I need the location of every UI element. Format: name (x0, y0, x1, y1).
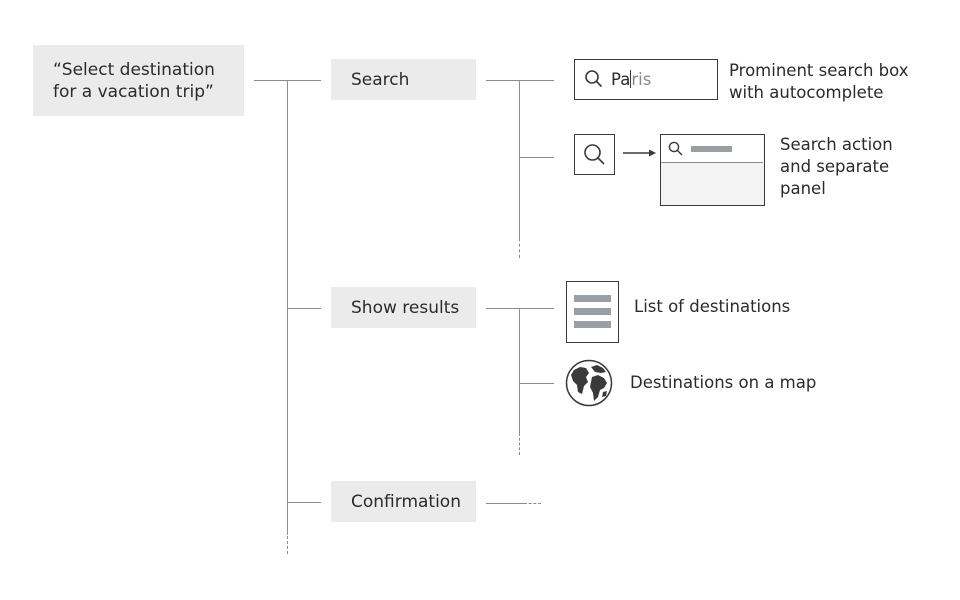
step-show-results: Show results (331, 287, 476, 328)
globe-icon (565, 359, 613, 407)
connector-confirmation (287, 502, 321, 503)
list-icon (566, 281, 619, 343)
search-icon (668, 141, 683, 156)
search-branch-line (519, 80, 520, 238)
connector-confirmation-out (486, 503, 524, 504)
label-list-of-destinations: List of destinations (634, 297, 791, 316)
text-cursor (630, 70, 632, 88)
step-search: Search (331, 59, 476, 100)
arrow-right-icon (623, 149, 656, 157)
label-destinations-map: Destinations on a map (630, 373, 817, 392)
panel-search-row (661, 135, 763, 163)
results-branch-line (519, 308, 520, 433)
label-search-panel: Search action and separate panel (780, 135, 893, 198)
search-panel-illustration (660, 134, 765, 206)
connector-search-out (486, 80, 554, 81)
search-branch-continuation (519, 238, 520, 258)
trunk-line (287, 80, 288, 535)
typed-text: Pa (611, 70, 631, 89)
connector-results-option2 (519, 383, 554, 384)
panel-input-placeholder-bar (691, 146, 732, 152)
trunk-continuation (287, 536, 288, 554)
autocomplete-text: ris (631, 70, 652, 89)
search-box-illustration: Paris (574, 59, 718, 100)
step-confirmation: Confirmation (331, 481, 476, 522)
results-branch-continuation (519, 433, 520, 455)
confirmation-continuation (524, 503, 541, 504)
connector-search-option2 (519, 157, 554, 158)
connector-show-results (287, 308, 321, 309)
root-goal-box: “Select destination for a vacation trip” (33, 45, 244, 116)
search-icon (584, 144, 605, 165)
connector-results-out (486, 308, 554, 309)
search-icon (585, 70, 603, 88)
label-search-box: Prominent search box with autocomplete (729, 61, 909, 102)
search-button-illustration (574, 134, 615, 175)
